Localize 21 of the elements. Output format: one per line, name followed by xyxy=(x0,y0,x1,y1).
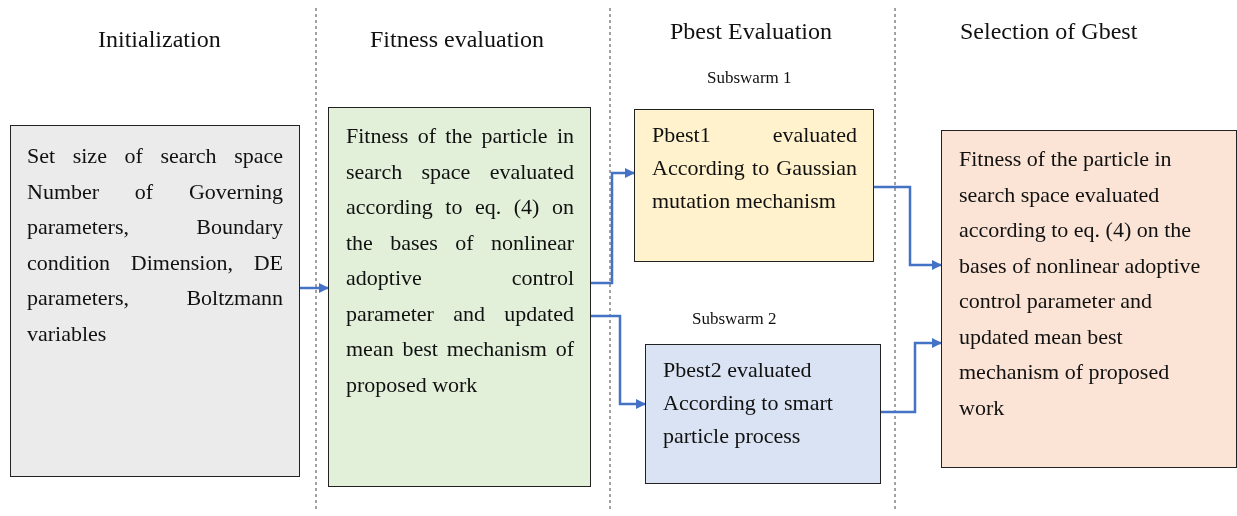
column-heading: Selection of Gbest xyxy=(960,18,1138,45)
box-text: Fitness of the particle in search space evaluated according to eq. (4) on the bases of nonlinear adoptive control parameter and updated mean best mechanism of proposed work xyxy=(959,145,1202,422)
process-box xyxy=(634,109,874,262)
arrow xyxy=(881,338,942,414)
process-box xyxy=(10,125,300,477)
process-box xyxy=(941,130,1237,468)
arrow xyxy=(591,314,646,409)
arrow xyxy=(874,185,942,270)
column-heading: Initialization xyxy=(98,26,221,53)
column-heading: Fitness evaluation xyxy=(370,26,544,53)
arrow xyxy=(591,168,635,285)
box-text: Pbest1 evaluated According to Gaussian mutation mechanism xyxy=(652,121,857,215)
box-caption: Subswarm 2 xyxy=(692,309,777,329)
process-box xyxy=(645,344,881,484)
box-text: Set size of search space Number of Governing parameters, Boundary condition Dimension, DE parameters, Boltzmann variables xyxy=(27,142,283,348)
box-text: Fitness of the particle in search space evaluated according to eq. (4) on the bases of nonlinear adoptive control parameter and updated mean best mechanism of proposed work xyxy=(346,122,574,399)
box-text: Pbest2 evaluated According to smart particle process xyxy=(663,356,834,450)
process-box xyxy=(328,107,591,487)
column-heading: Pbest Evaluation xyxy=(670,18,832,45)
box-caption: Subswarm 1 xyxy=(707,68,792,88)
arrow xyxy=(300,283,329,293)
